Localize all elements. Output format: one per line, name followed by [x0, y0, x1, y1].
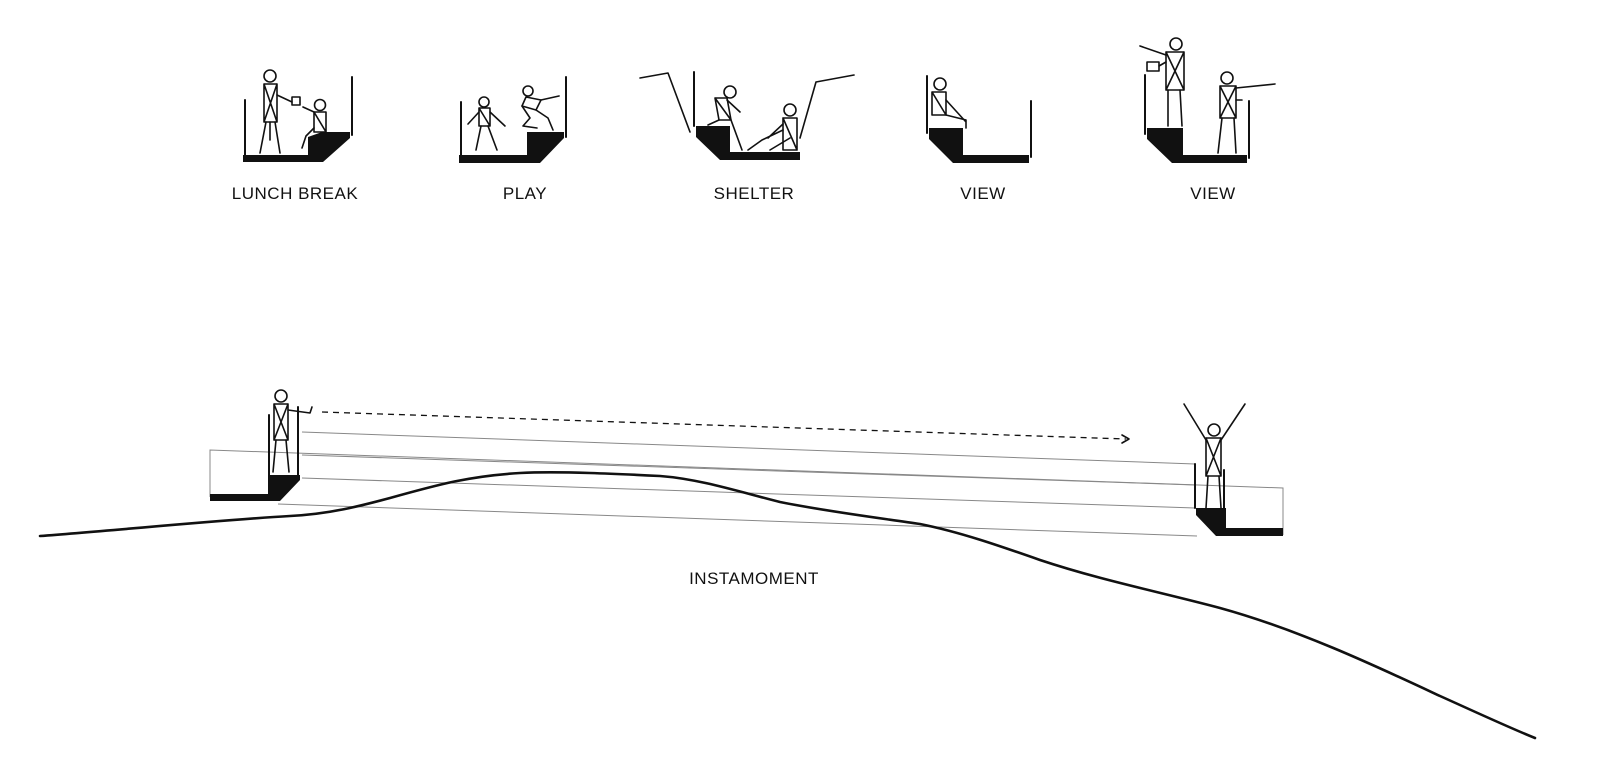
cheering-figure-icon	[1183, 403, 1246, 509]
jumping-figure-icon	[521, 85, 560, 131]
pointing-figure-icon	[1217, 71, 1276, 154]
sitting-figure-icon	[301, 98, 327, 149]
scenario-play: PLAY	[459, 76, 567, 203]
trench-section-icon	[459, 76, 567, 163]
sitting-figure-icon	[931, 77, 967, 129]
trench-section-icon	[639, 71, 855, 160]
terrain-line	[38, 471, 1537, 740]
scenario-view-seated: VIEW	[926, 75, 1032, 203]
child-figure-icon	[467, 96, 506, 151]
standing-figure-icon	[1139, 37, 1185, 127]
scenario-label: SHELTER	[714, 184, 795, 203]
right-trench-icon	[1194, 463, 1283, 536]
scenario-view-standing: VIEW	[1139, 37, 1276, 203]
instamoment-section: INSTAMOMENT	[38, 389, 1537, 740]
sightline-beam	[209, 431, 1284, 537]
section-label: INSTAMOMENT	[689, 569, 819, 588]
scenario-lunch-break: LUNCH BREAK	[232, 69, 359, 203]
trench-section-icon	[1144, 74, 1250, 163]
pointing-figure-icon	[272, 389, 313, 473]
standing-figure-icon	[259, 69, 301, 154]
scenario-label: LUNCH BREAK	[232, 184, 359, 203]
scenario-label: PLAY	[503, 184, 547, 203]
scenario-shelter: SHELTER	[639, 71, 855, 203]
scenario-label: VIEW	[1190, 184, 1235, 203]
reclining-figure-icon	[747, 103, 798, 151]
sightline-arrow	[321, 411, 1130, 444]
scenario-label: VIEW	[960, 184, 1005, 203]
left-trench-icon	[210, 406, 300, 501]
trench-section-icon	[243, 76, 353, 162]
trench-section-icon	[926, 75, 1032, 163]
sitting-figure-icon	[707, 85, 743, 151]
